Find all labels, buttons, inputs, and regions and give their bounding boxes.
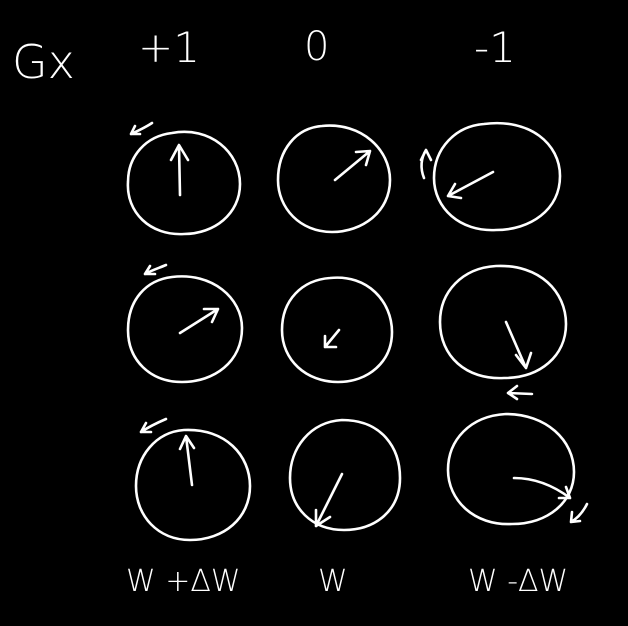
phase-arrow-icon [333, 149, 372, 182]
spin-circle-icon [280, 276, 394, 384]
rotation-arrow-icon [506, 384, 534, 401]
spin-cell-row1-col2 [276, 124, 392, 234]
rotation-arrow-icon [143, 263, 168, 276]
spin-circle-icon [134, 428, 252, 542]
rotation-arrow-icon [419, 148, 433, 180]
rotation-arrow-icon [569, 502, 589, 524]
spin-cell-row2-col2 [280, 276, 394, 384]
frequency-label-zero: W [318, 564, 348, 599]
phase-arrow-icon [446, 170, 495, 200]
spin-circle-icon [126, 130, 242, 236]
spin-circle-icon [126, 275, 244, 384]
phase-arrow-icon [178, 307, 220, 335]
spin-circle-icon [288, 418, 402, 532]
phase-arrow-icon [314, 472, 344, 528]
rotation-arrow-icon [139, 417, 168, 434]
column-header-zero: 0 [304, 24, 329, 70]
spin-cell-row3-col2 [288, 418, 402, 532]
spin-circle-icon [446, 412, 576, 526]
spin-circle-icon [276, 124, 392, 234]
spin-circle-icon [438, 264, 568, 380]
frequency-label-minus-one: W -ΔW [468, 564, 568, 599]
spin-cell-row2-col3 [438, 264, 568, 401]
gradient-label: Gx [12, 35, 75, 89]
column-header-plus-one: +1 [138, 23, 200, 72]
spin-cell-row3-col3 [446, 412, 589, 526]
frequency-label-plus-one: W +ΔW [126, 564, 241, 599]
phase-arrow-icon [323, 328, 341, 349]
phase-arrow-icon [178, 434, 196, 487]
phase-arrow-icon [512, 476, 572, 500]
spin-cell-row2-col1 [126, 263, 244, 384]
phase-arrow-icon [504, 320, 533, 370]
spin-cell-row1-col3 [419, 121, 562, 232]
phase-arrow-icon [169, 143, 190, 197]
spin-circle-icon [432, 121, 562, 232]
spin-cell-row1-col1 [126, 121, 242, 236]
column-header-minus-one: -1 [474, 23, 516, 72]
rotation-arrow-icon [129, 121, 154, 136]
spin-cell-row3-col1 [134, 417, 252, 542]
